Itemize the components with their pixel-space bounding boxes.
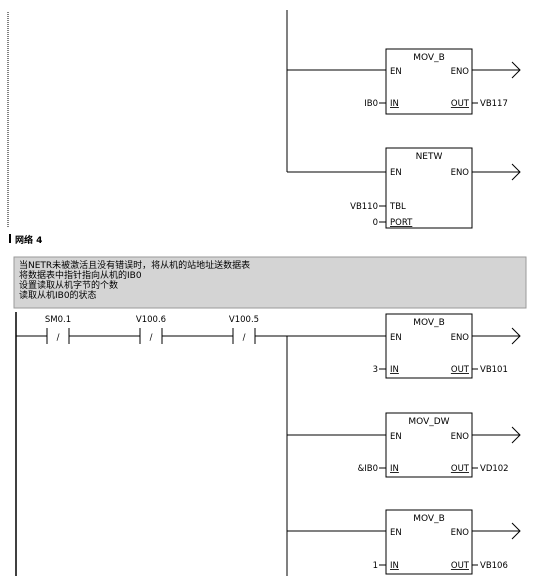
in-pin-label: IN (390, 464, 399, 474)
tbl-operand[interactable]: VB110 (350, 202, 378, 212)
in-operand[interactable]: &IB0 (358, 464, 378, 474)
comment-line: 当NETR未被激活且没有错误时，将从机的站地址送数据表 (19, 259, 250, 271)
instruction-box (385, 412, 473, 478)
contact-address: SM0.1 (45, 315, 71, 325)
en-pin-label: EN (390, 333, 402, 343)
mov-b-block-2[interactable]: MOV_B EN ENO 1 IN OUT VB106 (287, 509, 521, 575)
comment-background (13, 256, 527, 309)
instruction-title: NETW (416, 152, 443, 162)
contact-address: V100.5 (229, 315, 259, 325)
output-arrow-icon (511, 163, 521, 181)
en-pin-label: EN (390, 67, 402, 77)
out-pin-label: OUT (451, 99, 470, 109)
in-operand[interactable]: 1 (373, 561, 378, 571)
out-pin-label: OUT (451, 561, 470, 571)
en-pin-label: EN (390, 528, 402, 538)
comment-line: 读取从机IB0的状态 (19, 289, 97, 301)
instruction-box (385, 147, 473, 229)
comment-line: 设置读取从机字节的个数 (19, 279, 118, 291)
instruction-title: MOV_B (413, 53, 445, 63)
mov-b-block-upper[interactable]: MOV_B EN ENO IB0 IN OUT VB117 (287, 48, 521, 115)
normally-closed-symbol: / (57, 333, 60, 343)
instruction-box (385, 509, 473, 575)
contact-v100-6[interactable]: V100.6 / (136, 315, 166, 344)
in-pin-label: IN (390, 99, 399, 109)
instruction-box (385, 313, 473, 379)
in-operand[interactable]: IB0 (364, 99, 378, 109)
out-pin-label: OUT (451, 464, 470, 474)
comment-box[interactable]: 当NETR未被激活且没有错误时，将从机的站地址送数据表 将数据表中指针指向从机的… (13, 256, 527, 309)
contact-sm0-1[interactable]: SM0.1 / (45, 315, 71, 344)
in-pin-label: IN (390, 365, 399, 375)
eno-pin-label: ENO (451, 67, 470, 77)
out-pin-label: OUT (451, 365, 470, 375)
out-operand[interactable]: VD102 (480, 464, 509, 474)
mov-dw-block[interactable]: MOV_DW EN ENO &IB0 IN OUT VD102 (287, 412, 521, 478)
instruction-title: MOV_B (413, 514, 445, 524)
network-title[interactable]: 网络 4 (15, 234, 42, 246)
port-operand[interactable]: 0 (373, 218, 378, 228)
eno-pin-label: ENO (451, 528, 470, 538)
out-operand[interactable]: VB106 (480, 561, 508, 571)
out-operand[interactable]: VB117 (480, 99, 508, 109)
in-operand[interactable]: 3 (373, 365, 378, 375)
eno-pin-label: ENO (451, 168, 470, 178)
normally-closed-symbol: / (150, 333, 153, 343)
port-pin-label: PORT (390, 218, 413, 228)
eno-pin-label: ENO (451, 333, 470, 343)
instruction-title: MOV_B (413, 318, 445, 328)
instruction-title: MOV_DW (408, 417, 449, 427)
comment-line: 将数据表中指针指向从机的IB0 (19, 269, 142, 281)
contact-address: V100.6 (136, 315, 166, 325)
en-pin-label: EN (390, 432, 402, 442)
contact-v100-5[interactable]: V100.5 / (229, 315, 259, 344)
netw-block[interactable]: NETW EN ENO VB110 TBL 0 PORT (287, 147, 521, 229)
output-arrow-icon (511, 61, 521, 79)
en-pin-label: EN (390, 168, 402, 178)
output-arrow-icon (511, 426, 521, 444)
eno-pin-label: ENO (451, 432, 470, 442)
out-operand[interactable]: VB101 (480, 365, 508, 375)
mov-b-block-1[interactable]: MOV_B EN ENO 3 IN OUT VB101 (373, 313, 521, 379)
in-pin-label: IN (390, 561, 399, 571)
normally-closed-symbol: / (243, 333, 246, 343)
output-arrow-icon (511, 522, 521, 540)
tbl-pin-label: TBL (389, 202, 406, 212)
output-arrow-icon (511, 327, 521, 345)
instruction-box (385, 48, 473, 115)
